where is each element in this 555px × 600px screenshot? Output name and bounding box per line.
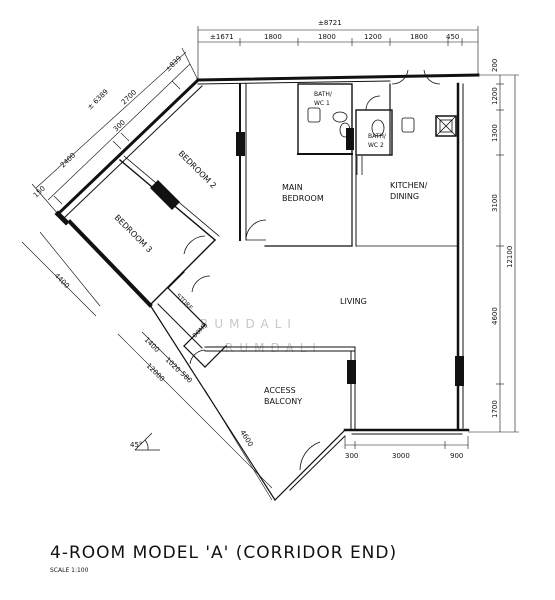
dim-top-6: 450	[446, 33, 459, 41]
label-bedroom-3: BEDROOM 3	[113, 213, 154, 254]
dim-diag-2: 2400	[59, 151, 77, 169]
label-kitchen-1: KITCHEN/	[390, 181, 428, 190]
drawing-title: 4-ROOM MODEL 'A' (CORRIDOR END)	[50, 543, 398, 563]
dim-diag-5: ±839	[164, 54, 183, 73]
dim-lower-left-total: 12000	[145, 362, 166, 383]
dim-right-1: 200	[491, 59, 499, 72]
label-bedroom-2: BEDROOM 2	[177, 149, 218, 190]
dim-diag-3: 300	[112, 118, 127, 133]
label-main-bedroom-2: BEDROOM	[282, 194, 324, 203]
dim-right-5: 4600	[491, 307, 499, 325]
dim-left-diag: 4400	[53, 272, 71, 290]
dim-top-5: 1800	[410, 33, 428, 41]
label-access-balcony-2: BALCONY	[264, 397, 302, 406]
dim-lower-left-3: 580	[179, 370, 194, 385]
label-bath-wc1-1: BATH/	[314, 91, 333, 98]
scale-note: SCALE 1:100	[50, 567, 89, 574]
walls	[54, 73, 480, 501]
dim-bottom-left: 4600	[238, 429, 254, 448]
label-store: STORE	[175, 292, 194, 311]
dim-bottom-3: 900	[450, 452, 463, 460]
dim-top-1: ±1671	[210, 33, 234, 41]
label-bath-wc1-2: WC 1	[314, 100, 330, 107]
label-access-balcony-1: ACCESS	[264, 386, 296, 395]
dim-top-2: 1800	[264, 33, 282, 41]
label-kitchen-2: DINING	[390, 192, 419, 201]
watermark-line-2: RUMDALI	[225, 341, 322, 355]
watermark: RUMDALI RUMDALI	[200, 317, 322, 355]
label-bath-wc2-1: BATH/	[368, 133, 387, 140]
room-labels: BEDROOM 2 BEDROOM 3 MAIN BEDROOM BATH/ W…	[113, 91, 428, 406]
dim-bottom-2: 3000	[392, 452, 410, 460]
dim-right-3: 1300	[491, 124, 499, 142]
dim-lower-left-1: 1400	[143, 336, 161, 354]
dimension-lines	[21, 26, 519, 501]
angle-label: 45°	[130, 441, 142, 449]
dim-right-6: 1700	[491, 400, 499, 418]
dim-lower-left-2: 1020	[164, 356, 182, 374]
dim-diag-total: ± 6389	[86, 88, 110, 112]
label-main-bedroom-1: MAIN	[282, 183, 303, 192]
label-bath-wc2-2: WC 2	[368, 142, 384, 149]
doors	[183, 69, 441, 471]
watermark-line-1: RUMDALI	[200, 317, 297, 331]
dim-top-total: ±8721	[318, 19, 342, 27]
dim-top-3: 1800	[318, 33, 336, 41]
dim-right-2: 1200	[491, 87, 499, 105]
fixtures	[307, 107, 457, 175]
dim-right-4: 3100	[491, 194, 499, 212]
dim-bottom-1: 300	[345, 452, 358, 460]
dim-right-total: 12100	[506, 246, 514, 268]
label-living: LIVING	[340, 297, 367, 306]
dim-top-4: 1200	[364, 33, 382, 41]
columns	[150, 128, 464, 386]
